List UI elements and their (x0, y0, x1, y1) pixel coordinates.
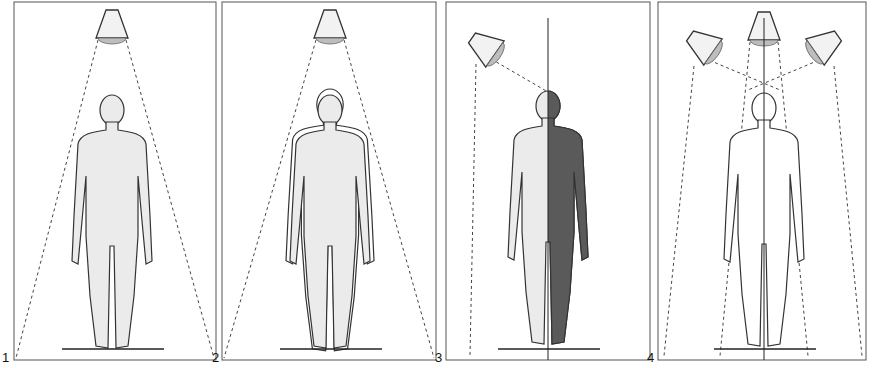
panel-three (463, 18, 600, 360)
panel-four (664, 12, 862, 360)
panel-one (16, 10, 214, 358)
panel-two (224, 10, 434, 358)
panel-number: 3 (435, 350, 442, 365)
panel-frame (14, 2, 866, 360)
panel-number: 2 (212, 350, 219, 365)
panel-number: 4 (647, 350, 654, 365)
panel-number: 1 (2, 350, 9, 365)
